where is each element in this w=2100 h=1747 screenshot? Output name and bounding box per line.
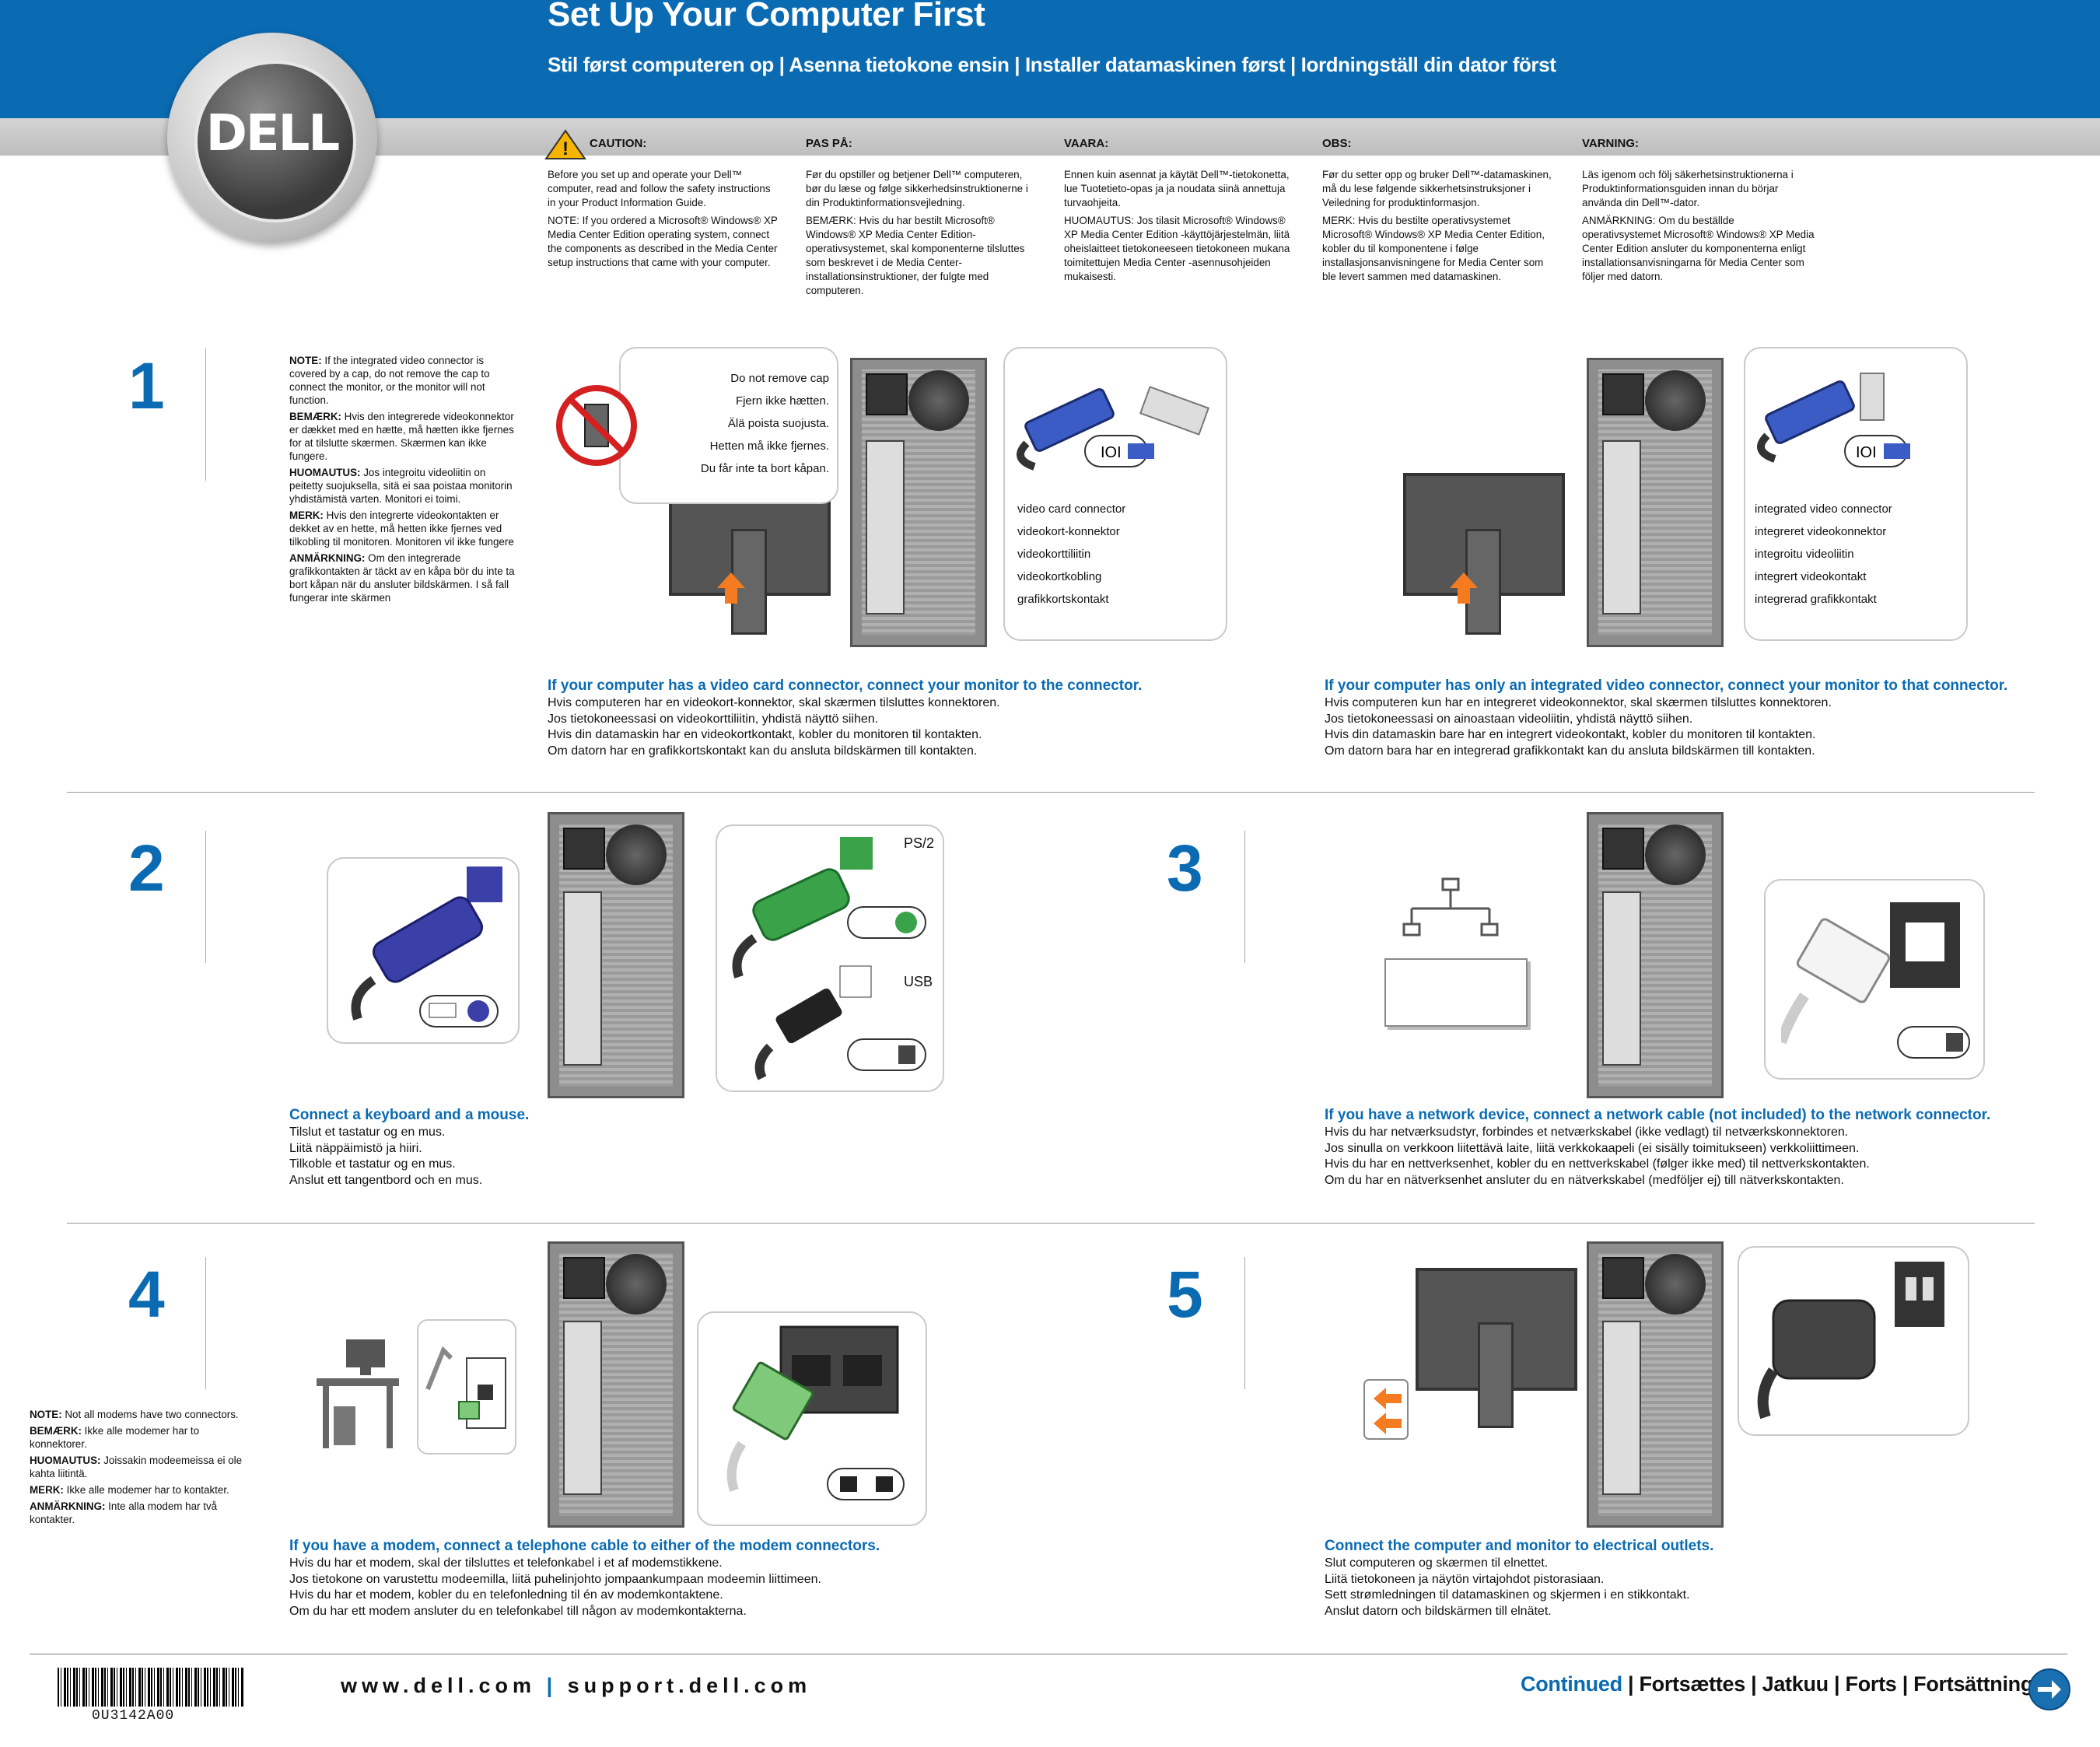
- dell-logo-text: DELL: [205, 105, 340, 163]
- warning-icon: !: [544, 129, 586, 159]
- step3-caption: If you have a network device, connect a …: [1325, 1107, 1991, 1187]
- network-plug-icon: [1781, 902, 1970, 1059]
- caution-heading-no: OBS:: [1322, 137, 1352, 150]
- arrow-right-icon: [2038, 1680, 2061, 1699]
- svg-text:IOI: IOI: [1856, 444, 1877, 461]
- power-supply: [563, 828, 605, 870]
- cap-callout: [619, 347, 838, 504]
- power-outlet-icon: [1363, 1379, 1409, 1440]
- step1-caption-left: If your computer has a video card connec…: [548, 677, 1143, 758]
- fan-icon: [1645, 824, 1706, 885]
- page-title: Set Up Your Computer First: [548, 0, 985, 33]
- dell-logo-disc: [194, 61, 356, 222]
- step-number-1: 1: [128, 349, 165, 422]
- caution-text-sv: Läs igenom och följ säkerhetsinstruktion…: [1582, 169, 1815, 282]
- step-number-3: 3: [1167, 831, 1203, 905]
- io-panel: [563, 1321, 602, 1495]
- caution-text-en: Before you set up and operate your Dell™…: [548, 169, 778, 268]
- vga-connector-icon: IOI: [1757, 373, 1910, 467]
- io-panel: [1602, 891, 1641, 1066]
- power-supply: [1602, 1257, 1644, 1299]
- step4-caption: If you have a modem, connect a telephone…: [289, 1538, 880, 1618]
- ps2-mouse-plug-icon: [732, 837, 926, 1080]
- ps2-label: PS/2: [904, 835, 935, 851]
- arrow-up-icon: [717, 572, 745, 604]
- caution-heading-sv: VARNING:: [1582, 137, 1640, 150]
- caution-text-fi: Ennen kuin asennat ja käytät Dell™-tieto…: [1064, 169, 1290, 282]
- next-page-button[interactable]: [2028, 1668, 2070, 1710]
- continued-label: Continued | Fortsættes | Jatkuu | Forts …: [1521, 1672, 2034, 1696]
- step1-caption-right: If your computer has only an integrated …: [1325, 677, 2008, 758]
- power-supply: [1602, 828, 1644, 870]
- caution-heading-en: CAUTION:: [590, 137, 647, 150]
- io-panel: [866, 440, 905, 614]
- step-divider: [1244, 831, 1245, 963]
- io-panel: [1602, 1321, 1641, 1495]
- caution-heading-fi: VAARA:: [1064, 137, 1109, 150]
- fan-icon: [908, 370, 969, 431]
- no-remove-cap-icon: [556, 385, 637, 466]
- footer-urls: www.dell.com | support.dell.com: [341, 1674, 811, 1698]
- step2-caption: Connect a keyboard and a mouse. Tilslut …: [289, 1107, 530, 1187]
- page-subtitle: Stil først computeren op | Asenna tietok…: [548, 53, 1556, 76]
- vga-connector-icon: IOI: [1017, 386, 1210, 471]
- step-number-4: 4: [128, 1258, 165, 1331]
- io-panel: [1602, 440, 1641, 614]
- network-icon: [1402, 877, 1499, 937]
- section-divider: [67, 792, 2035, 793]
- integrated-video-callout: [1744, 347, 1968, 641]
- monitor-stand: [1478, 1322, 1514, 1428]
- fan-icon: [606, 824, 667, 885]
- section-divider: [67, 1223, 2035, 1224]
- caution-text-no: Før du setter opp og bruker Dell™-datama…: [1322, 169, 1552, 282]
- network-wall-jack: [1384, 958, 1528, 1027]
- step-divider: [205, 831, 206, 963]
- modem-plug-icon: [726, 1325, 905, 1500]
- video-card-callout: [1003, 347, 1227, 641]
- step1-note: NOTE: If the integrated video connector …: [289, 355, 515, 604]
- step4-note: NOTE: Not all modems have two connectors…: [30, 1409, 243, 1525]
- power-plug-icon: [1757, 1262, 1944, 1420]
- caution-heading-da: PAS PÅ:: [806, 137, 852, 150]
- part-number: 0U3142A00: [92, 1708, 175, 1724]
- support-url-link[interactable]: support.dell.com: [567, 1674, 812, 1697]
- step-divider: [205, 348, 206, 481]
- fan-icon: [1645, 1254, 1706, 1315]
- dell-url-link[interactable]: www.dell.com: [341, 1674, 537, 1697]
- svg-text:IOI: IOI: [1101, 444, 1122, 461]
- usb-label: USB: [904, 974, 933, 989]
- url-separator: |: [546, 1674, 558, 1697]
- desk-computer-icon: [317, 1339, 399, 1448]
- step-number-2: 2: [128, 831, 165, 905]
- io-panel: [563, 891, 602, 1066]
- barcode: [58, 1668, 244, 1707]
- power-supply: [563, 1257, 605, 1299]
- step5-caption: Connect the computer and monitor to elec…: [1325, 1538, 1714, 1618]
- fan-icon: [606, 1254, 667, 1315]
- step-divider: [205, 1257, 206, 1389]
- power-supply: [1602, 373, 1644, 415]
- arrow-up-icon: [1450, 572, 1478, 604]
- phone-jack-icon: [425, 1346, 506, 1429]
- fan-icon: [1645, 370, 1706, 431]
- svg-text:!: !: [562, 138, 569, 159]
- step-divider: [1244, 1257, 1245, 1389]
- step-number-5: 5: [1167, 1258, 1203, 1331]
- caution-text-da: Før du opstiller og betjener Dell™ compu…: [806, 169, 1028, 296]
- power-supply: [866, 373, 908, 415]
- ps2-keyboard-plug-icon: [351, 866, 502, 1028]
